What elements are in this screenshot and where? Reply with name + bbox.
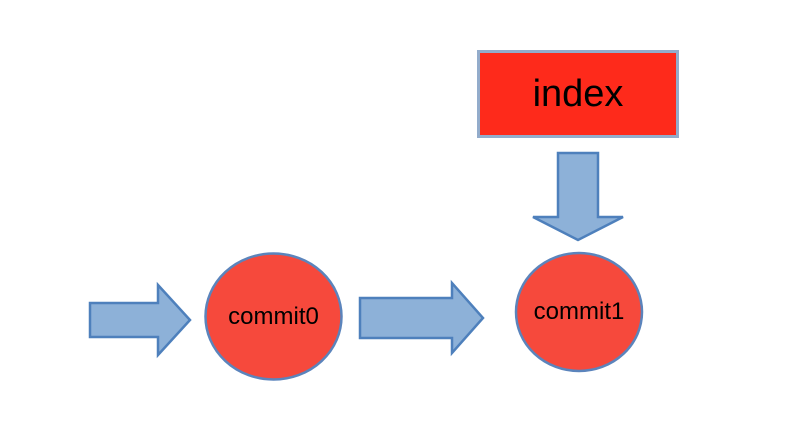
commit1-node <box>514 251 644 373</box>
commit0-node <box>204 252 343 381</box>
index-node <box>477 50 679 138</box>
right-arrow-into-commit0-icon <box>88 281 192 359</box>
down-arrow-icon <box>532 151 624 242</box>
right-arrow-commit0-to-commit1-icon <box>358 279 485 357</box>
